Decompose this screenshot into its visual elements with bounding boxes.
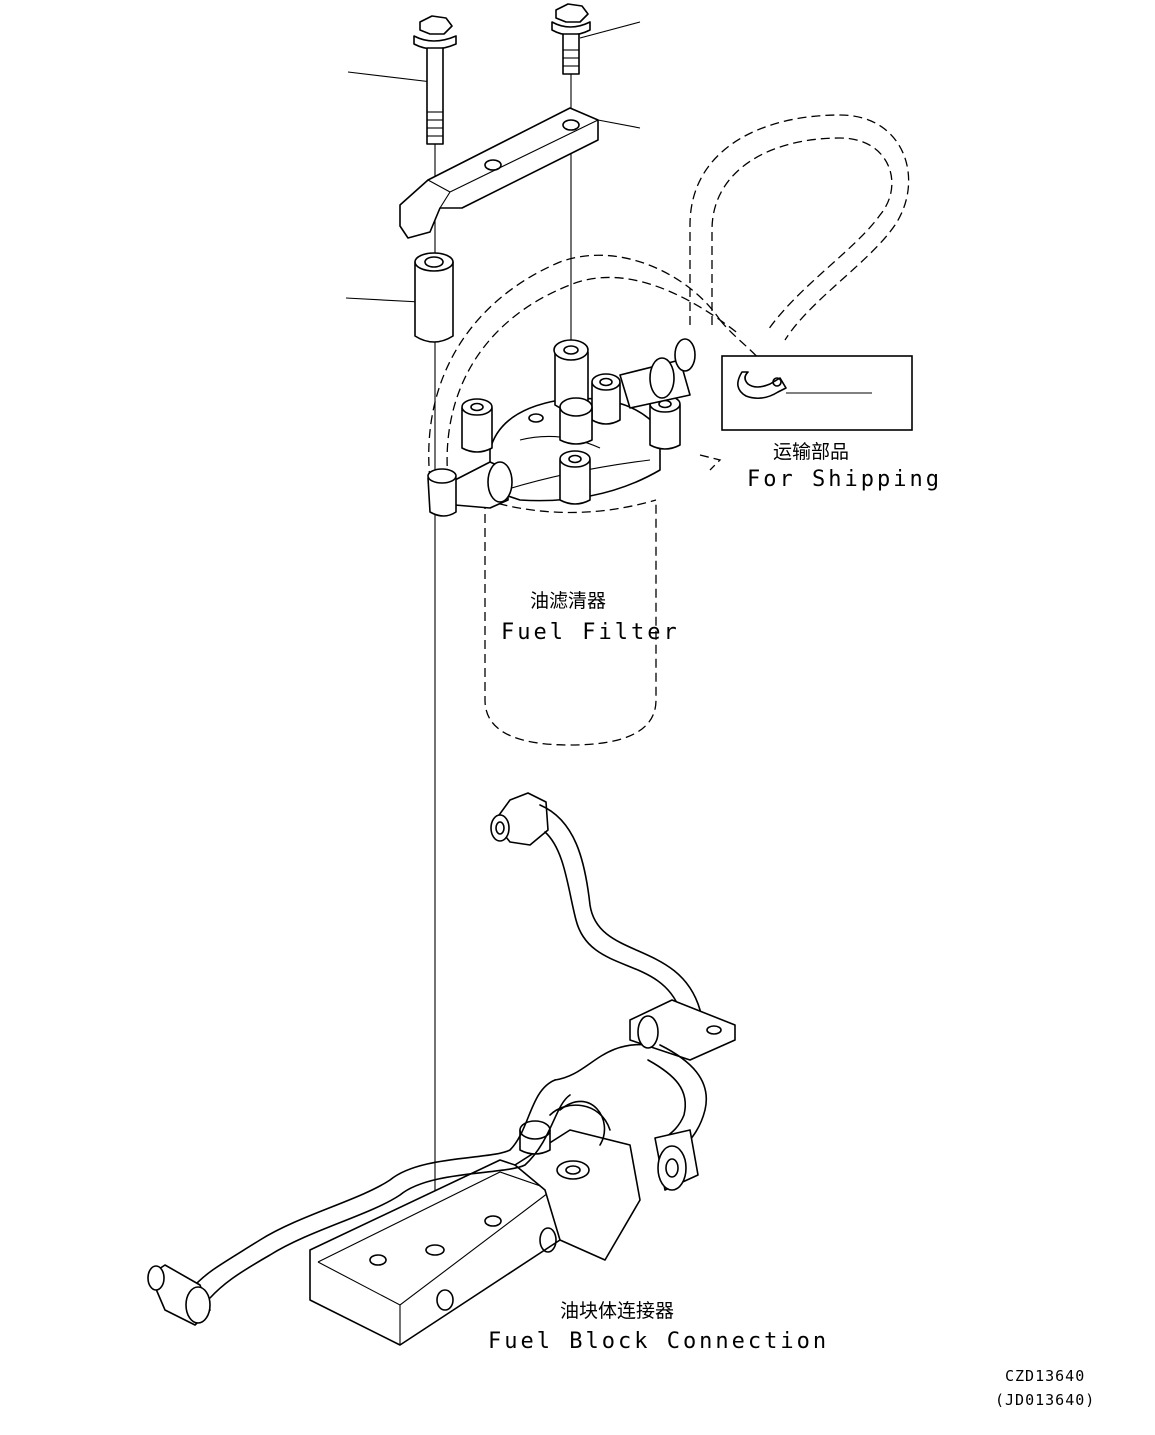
- fuel-filter-head: [427, 338, 696, 517]
- upper-hoses: [428, 114, 910, 481]
- mounting-bracket: [399, 107, 599, 239]
- fuel-tube-upper: [490, 792, 736, 1081]
- fuel-block-label-cn: 油块体连接器: [560, 1300, 674, 1322]
- short-bolt: [551, 3, 591, 75]
- for-shipping-label-en: For Shipping: [747, 467, 942, 492]
- fuel-filter-label-cn: 油滤清器: [530, 590, 606, 612]
- drawing-number-alt: (JD013640): [995, 1391, 1095, 1409]
- fuel-block-label-en: Fuel Block Connection: [488, 1329, 829, 1354]
- fuel-block: [309, 1100, 641, 1346]
- spacer-collar: [414, 252, 454, 343]
- fuel-filter-label-en: Fuel Filter: [501, 620, 680, 645]
- drawing-number: CZD13640: [1005, 1367, 1085, 1385]
- for-shipping-inset: [721, 355, 913, 431]
- long-bolt: [413, 15, 457, 145]
- for-shipping-label-cn: 运输部品: [773, 441, 849, 463]
- fuel-tube-lower: [147, 1079, 571, 1326]
- fuel-filter-canister: [484, 499, 657, 746]
- fuel-tube-right: [647, 1044, 708, 1191]
